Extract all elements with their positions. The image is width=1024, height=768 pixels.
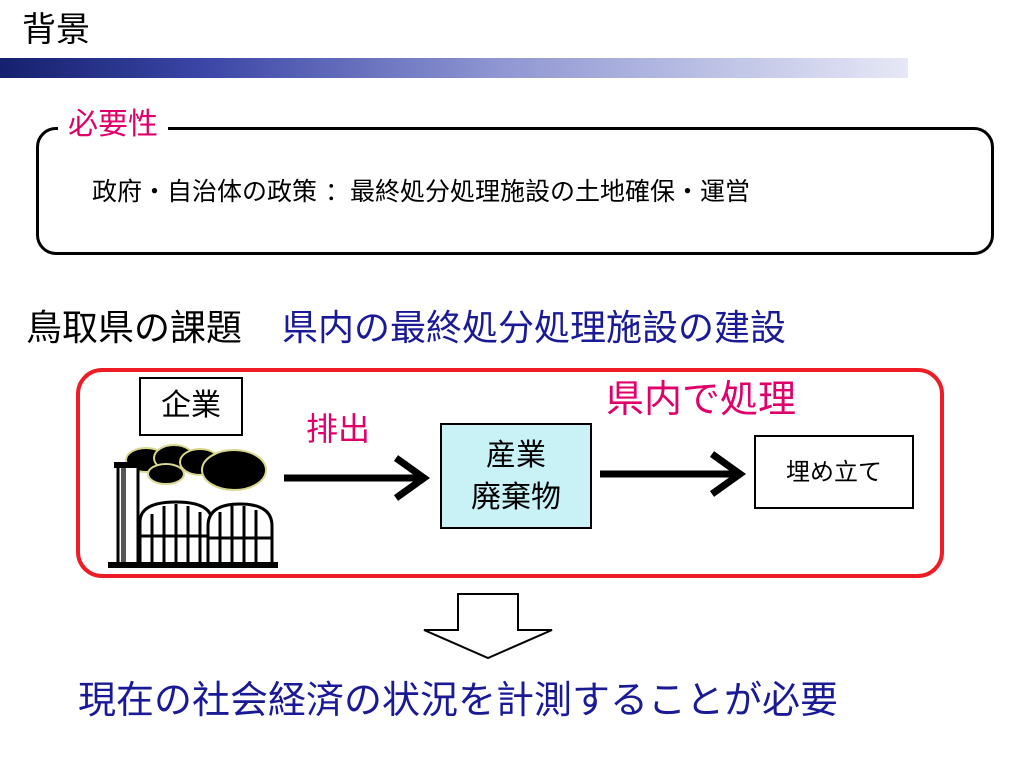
issue-line: 鳥取県の課題県内の最終処分処理施設の建設 (26, 303, 786, 355)
company-box: 企業 (139, 377, 243, 436)
waste-label-line1: 産業 (486, 438, 546, 473)
necessity-frame (36, 127, 994, 255)
issue-label: 鳥取県の課題 (26, 308, 243, 349)
slide-title: 背景 (22, 10, 90, 50)
flow-frame (76, 368, 944, 578)
necessity-text: 政府・自治体の政策 ：最終処分処理施設の土地確保・運営 (92, 177, 750, 206)
landfill-box: 埋め立て (754, 435, 914, 509)
arrow-right-icon (284, 455, 431, 501)
factory-icon (108, 444, 278, 568)
arrow-right-icon (600, 451, 747, 497)
conclusion-text: 現在の社会経済の状況を計測することが必要 (78, 678, 839, 722)
down-arrow-icon (423, 593, 553, 660)
discharge-label: 排出 (306, 410, 371, 448)
waste-label-line2: 廃棄物 (471, 480, 561, 515)
title-underline-bar (0, 58, 908, 78)
in-prefecture-label: 県内で処理 (606, 377, 797, 421)
industrial-waste-box: 産業 廃棄物 (440, 423, 592, 529)
necessity-label: 必要性 (58, 106, 168, 144)
issue-value: 県内の最終処分処理施設の建設 (282, 308, 787, 349)
